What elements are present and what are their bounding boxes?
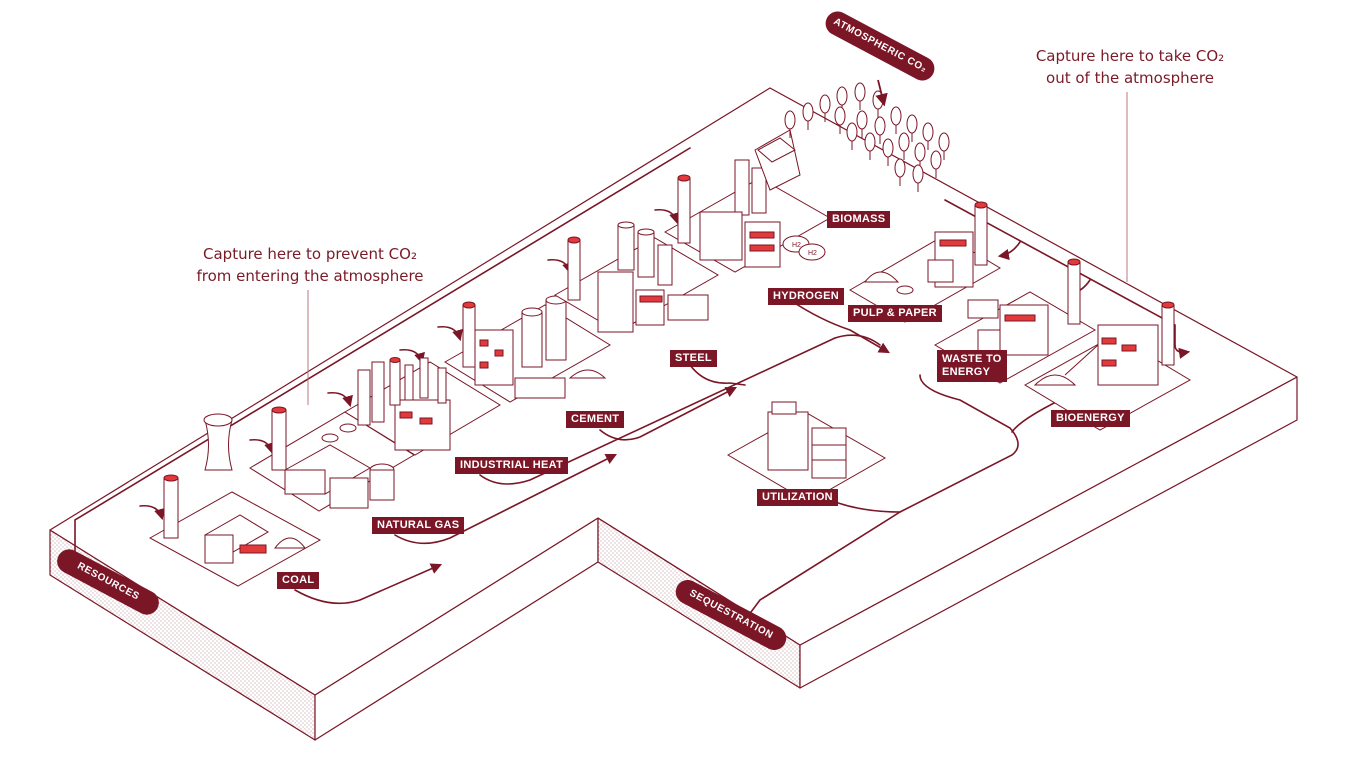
h2-tank-1-marking: H2 — [792, 242, 801, 249]
label-bioenergy: BIOENERGY — [1051, 410, 1130, 427]
tree-icon — [882, 138, 894, 166]
tree-icon — [874, 116, 886, 144]
tree-icon — [894, 158, 906, 186]
h2-tank-2 — [798, 243, 826, 261]
supply-branch-coal — [139, 504, 165, 521]
label-natural-gas: NATURAL GAS — [372, 517, 465, 534]
steel-plant — [554, 221, 719, 333]
coal-plant — [148, 413, 322, 587]
h2-tank-2-marking: H2 — [808, 250, 817, 257]
annotation-remove-line2: out of the atmosphere — [1046, 69, 1214, 87]
atmospheric-arrow — [875, 79, 888, 107]
tree-icon — [784, 110, 796, 138]
capture-line-steel — [689, 364, 746, 386]
tree-icon — [846, 122, 858, 150]
label-waste-to-energy-line1: WASTE TO — [942, 353, 1002, 365]
label-hydrogen: HYDROGEN — [768, 288, 844, 305]
pipelines — [74, 147, 1191, 621]
tree-icon — [819, 94, 831, 122]
annotation-prevent-line2: from entering the atmosphere — [196, 267, 424, 285]
supply-branch-hydrogen — [654, 208, 680, 225]
bio-supply-line — [944, 199, 1176, 346]
cement-plant — [444, 295, 611, 403]
facilities: H2 H2 — [148, 82, 1191, 587]
natural-gas-plant — [249, 406, 415, 512]
label-pulp-paper: PULP & PAPER — [848, 305, 942, 322]
capture-line-heat — [479, 337, 836, 485]
annotation-prevent-line1: Capture here to prevent CO₂ — [203, 245, 417, 263]
annotation-remove-line1: Capture here to take CO₂ — [1035, 47, 1225, 65]
tree-icon — [802, 102, 814, 130]
supply-branch-pulp — [997, 241, 1021, 261]
industrial-heat-plant — [344, 357, 501, 456]
capture-line-gas — [394, 453, 618, 545]
tree-icon — [854, 82, 866, 110]
tree-icon — [834, 106, 846, 134]
label-utilization: UTILIZATION — [757, 489, 838, 506]
tree-icon — [912, 164, 924, 192]
bioenergy-plant — [1024, 301, 1191, 431]
hydrogen-plant: H2 H2 — [663, 159, 832, 273]
label-cement: CEMENT — [566, 411, 625, 428]
supply-line — [74, 147, 691, 556]
supply-branch-bio — [1174, 344, 1191, 359]
tree-icon — [856, 110, 868, 138]
annotation-prevent: Capture here to prevent CO₂ from enterin… — [190, 243, 430, 287]
tree-icon — [890, 106, 902, 134]
label-waste-to-energy-line2: ENERGY — [942, 366, 991, 378]
capture-line-coal — [294, 563, 443, 605]
utilization-plant — [726, 401, 887, 503]
supply-branch-heat-a — [327, 391, 353, 408]
label-industrial-heat: INDUSTRIAL HEAT — [455, 457, 569, 474]
tree-icon — [906, 114, 918, 142]
supply-branch-gas — [249, 438, 275, 455]
tree-icon — [930, 150, 942, 178]
trees — [784, 82, 950, 192]
biomass-farm — [754, 129, 801, 191]
supply-branch-cement — [437, 325, 463, 342]
label-coal: COAL — [277, 572, 320, 589]
tree-icon — [938, 132, 950, 160]
pulp-paper-plant — [849, 201, 1001, 323]
tree-icon — [922, 122, 934, 150]
annotation-remove: Capture here to take CO₂ out of the atmo… — [1020, 45, 1240, 89]
annotation-leaders — [307, 92, 1128, 405]
label-steel: STEEL — [670, 350, 717, 367]
capture-line-east — [744, 374, 1019, 621]
capture-line-cement — [599, 386, 737, 441]
tree-icon — [898, 132, 910, 160]
capture-line-bioenergy — [1011, 399, 1061, 433]
tree-icon — [864, 132, 876, 160]
label-waste-to-energy: WASTE TO ENERGY — [937, 350, 1007, 382]
label-biomass: BIOMASS — [827, 211, 891, 228]
